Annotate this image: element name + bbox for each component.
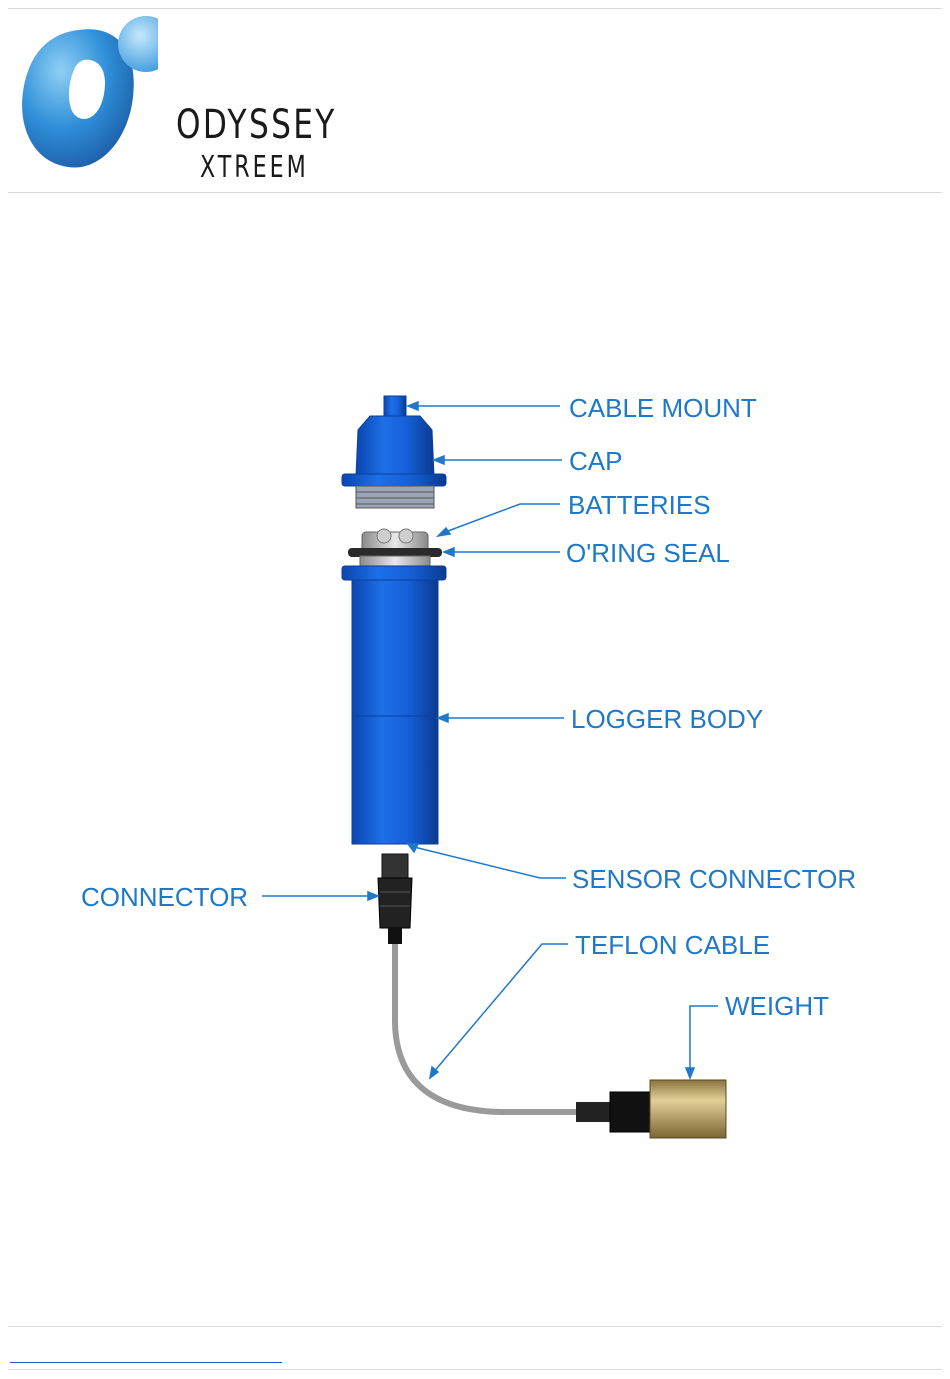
- logger-assembly-illustration: [0, 380, 950, 1160]
- brand-name-line1: ODYSSEY: [176, 102, 337, 148]
- label-cap: CAP: [569, 448, 622, 474]
- label-cable-mount: CABLE MOUNT: [569, 395, 757, 421]
- water-drop-logo-icon: [18, 12, 158, 177]
- label-oring-seal: O'RING SEAL: [566, 540, 730, 566]
- top-rule: [8, 8, 942, 9]
- logger-body-part: [342, 566, 446, 844]
- label-teflon-cable: TEFLON CABLE: [575, 932, 770, 958]
- cable-mount-part: [384, 396, 406, 418]
- header-rule: [8, 192, 942, 193]
- odyssey-xtreem-logo: ODYSSEY XTREEM: [18, 12, 318, 177]
- cap-part: [342, 416, 446, 508]
- connector-part: [378, 854, 412, 944]
- label-logger-body: LOGGER BODY: [571, 706, 763, 732]
- label-batteries: BATTERIES: [568, 492, 711, 518]
- label-weight: WEIGHT: [725, 993, 829, 1019]
- footer-link-underline[interactable]: [10, 1362, 282, 1363]
- teflon-cable-part: [395, 944, 580, 1112]
- brand-name-line2: XTREEM: [200, 150, 309, 185]
- label-sensor-connector: SENSOR CONNECTOR: [572, 866, 856, 892]
- logger-exploded-diagram: CABLE MOUNT CAP BATTERIES O'RING SEAL LO…: [0, 380, 950, 1160]
- footer-rule: [8, 1326, 942, 1327]
- weight-part: [576, 1080, 726, 1138]
- label-connector: CONNECTOR: [81, 884, 248, 910]
- bottom-rule: [8, 1369, 942, 1370]
